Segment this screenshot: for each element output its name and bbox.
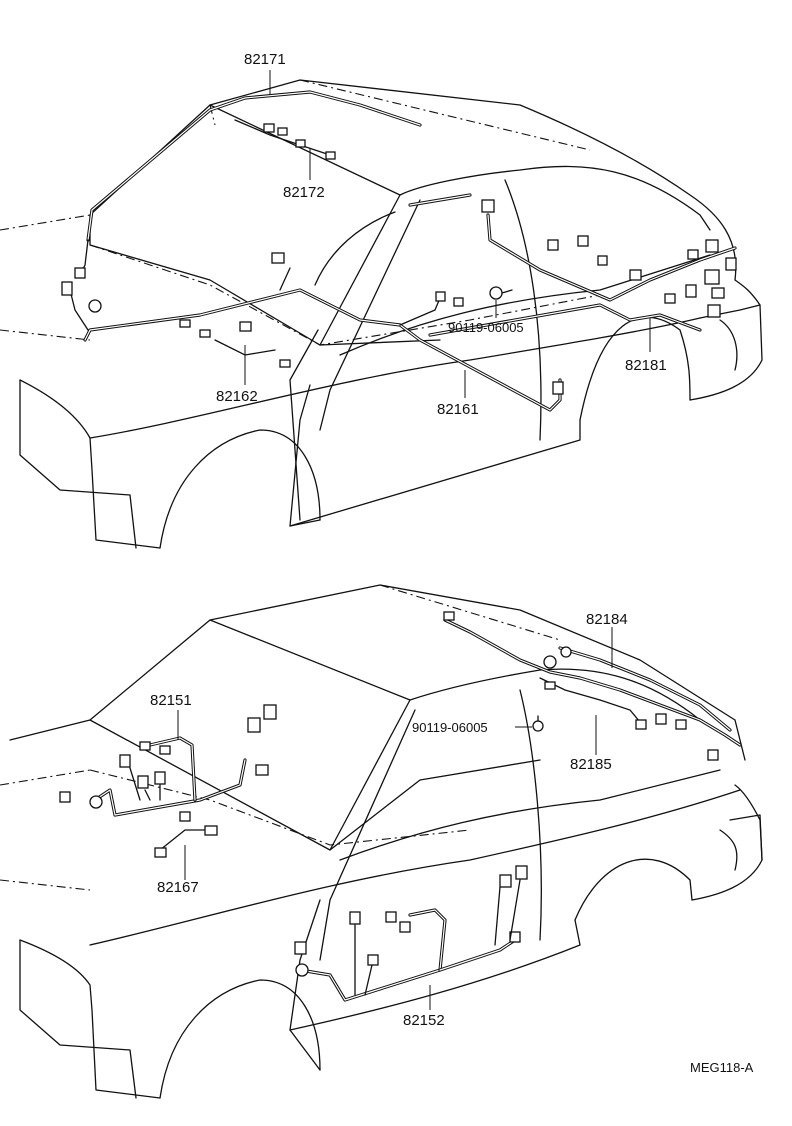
- connector: [515, 865, 528, 880]
- connector: [385, 911, 397, 923]
- connector: [499, 874, 512, 888]
- connector: [707, 749, 719, 761]
- connector: [59, 791, 71, 803]
- connector: [707, 304, 721, 318]
- connector: [294, 941, 307, 955]
- connector: [597, 255, 608, 266]
- connector: [453, 297, 464, 307]
- connector: [481, 199, 495, 213]
- connector: [295, 963, 309, 977]
- connector: [367, 954, 379, 966]
- top-car-body: [0, 79, 763, 549]
- label-cowl-harness: 82151: [150, 692, 192, 709]
- connector: [263, 123, 275, 133]
- label-bolt-bottom: 90119-06005: [412, 720, 488, 735]
- connector: [704, 269, 720, 285]
- connector: [655, 713, 667, 725]
- connector: [239, 321, 252, 332]
- connector: [552, 381, 564, 395]
- connector: [159, 745, 171, 755]
- connector: [443, 611, 455, 621]
- connector: [635, 719, 647, 730]
- bottom-car-body: [0, 584, 763, 1099]
- instrument-harness: [61, 252, 564, 412]
- connector: [725, 257, 737, 271]
- connector: [88, 299, 102, 313]
- connector: [435, 291, 446, 302]
- connector: [204, 825, 218, 836]
- bottom-car-view: 82184 90119-06005 82185 82151 82167 8215…: [0, 584, 763, 1099]
- connector: [279, 359, 291, 368]
- connector: [349, 911, 361, 925]
- connector: [560, 646, 572, 658]
- connector: [154, 771, 166, 785]
- rear-harness: [408, 193, 737, 337]
- connector: [74, 267, 86, 279]
- connector: [119, 754, 131, 768]
- top-part-labels: 82171 82172 82162 82161 90119-06005 8218…: [216, 51, 667, 418]
- label-floor-harness: 82161: [437, 401, 479, 418]
- connector: [255, 764, 269, 776]
- label-instrument-harness: 82162: [216, 388, 258, 405]
- connector: [664, 293, 676, 304]
- connector: [179, 811, 191, 822]
- connector: [61, 281, 73, 296]
- connector: [247, 717, 261, 733]
- connector: [271, 252, 285, 264]
- luggage-harness: [443, 611, 742, 761]
- bolt-icon: [489, 286, 503, 300]
- connector: [543, 655, 557, 669]
- connector: [629, 269, 642, 281]
- roof-harness: [74, 90, 422, 279]
- bottom-leaders: [177, 627, 613, 1010]
- door-harness: [294, 865, 528, 1002]
- connector: [179, 319, 191, 328]
- connector: [711, 287, 725, 299]
- connector: [577, 235, 589, 247]
- bottom-part-labels: 82184 90119-06005 82185 82151 82167 8215…: [150, 611, 628, 1029]
- label-rear-harness: 82181: [625, 357, 667, 374]
- connector: [263, 704, 277, 720]
- label-cowl-sub-harness: 82167: [157, 879, 199, 896]
- label-roof-sub-harness: 82172: [283, 184, 325, 201]
- label-roof-harness: 82171: [244, 51, 286, 68]
- top-car-view: 82171 82172 82162 82161 90119-06005 8218…: [0, 51, 763, 549]
- connector: [675, 719, 687, 730]
- bolt-icon: [532, 720, 544, 732]
- connector: [139, 741, 151, 751]
- connector: [399, 921, 411, 933]
- connector: [295, 139, 306, 148]
- connector: [89, 795, 103, 809]
- connector: [277, 127, 288, 136]
- cowl-harness: [59, 704, 277, 858]
- connector: [325, 151, 336, 160]
- connector: [547, 239, 559, 251]
- connector: [137, 775, 149, 789]
- top-leaders: [244, 70, 651, 398]
- connector: [687, 249, 699, 260]
- diagram-code: MEG118-A: [690, 1060, 754, 1075]
- connector: [685, 284, 697, 298]
- label-door-harness: 82152: [403, 1012, 445, 1029]
- label-luggage-harness: 82184: [586, 611, 628, 628]
- connector: [705, 239, 719, 253]
- connector: [544, 681, 556, 690]
- label-luggage-sub-harness: 82185: [570, 756, 612, 773]
- label-bolt-top: 90119-06005: [448, 320, 524, 335]
- connector: [199, 329, 211, 338]
- connector: [154, 847, 167, 858]
